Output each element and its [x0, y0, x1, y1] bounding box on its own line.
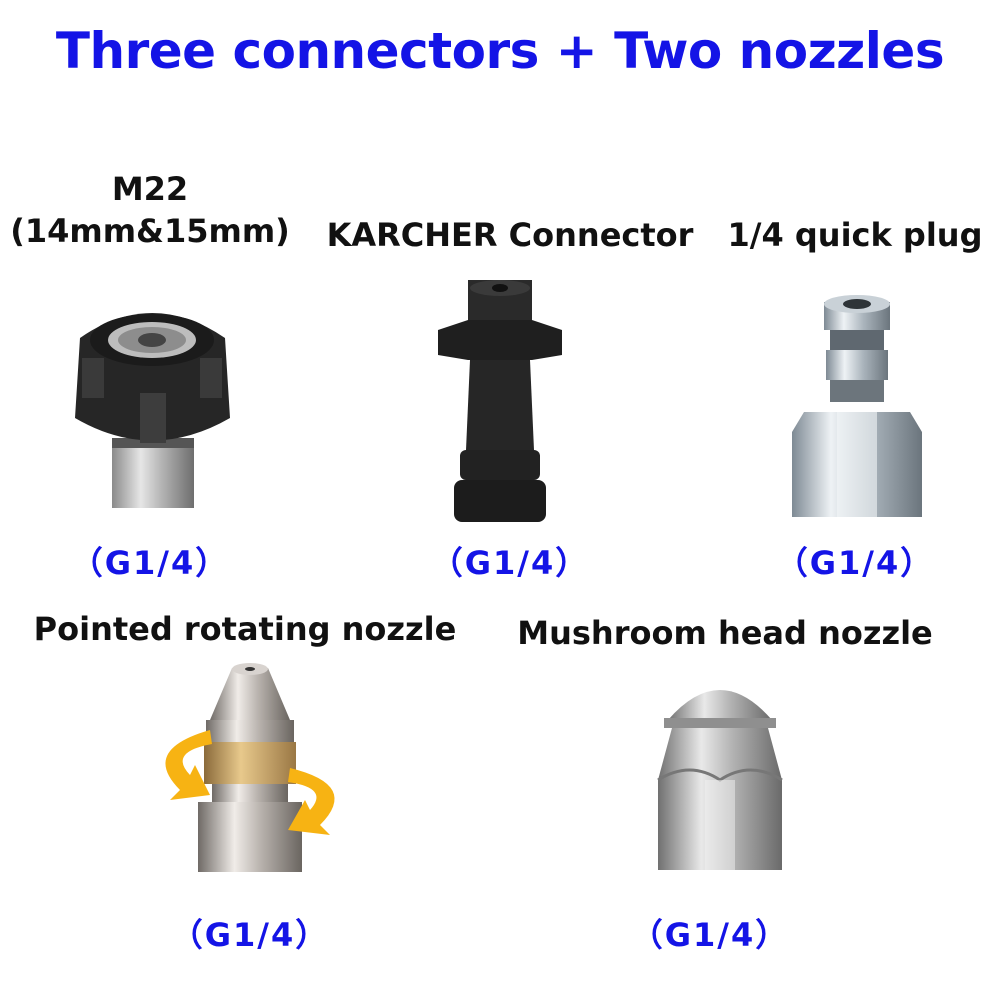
product-label-m22: M22 (14mm&15mm)	[0, 168, 300, 252]
product-label-pointed: Pointed rotating nozzle	[33, 610, 457, 648]
karcher-adapter-icon	[430, 280, 570, 530]
product-label-m22-line2: (14mm&15mm)	[10, 212, 290, 250]
thread-spec-pointed: （G1/4）	[170, 916, 330, 954]
thread-spec-m22: （G1/4）	[70, 544, 230, 582]
thread-spec-mushroom: （G1/4）	[630, 916, 790, 954]
m22-coupler-icon	[60, 298, 245, 513]
mushroom-nozzle-icon	[650, 680, 790, 880]
rotating-nozzle-icon	[140, 660, 360, 875]
product-label-karcher: KARCHER Connector	[326, 216, 694, 254]
product-label-quick: 1/4 quick plug	[727, 216, 983, 254]
quick-plug-icon	[782, 292, 932, 527]
thread-spec-quick: （G1/4）	[775, 544, 935, 582]
product-label-mushroom: Mushroom head nozzle	[517, 614, 933, 652]
page-title: Three connectors + Two nozzles	[55, 22, 945, 80]
thread-spec-karcher: （G1/4）	[430, 544, 590, 582]
product-label-m22-line1: M22	[111, 170, 189, 208]
